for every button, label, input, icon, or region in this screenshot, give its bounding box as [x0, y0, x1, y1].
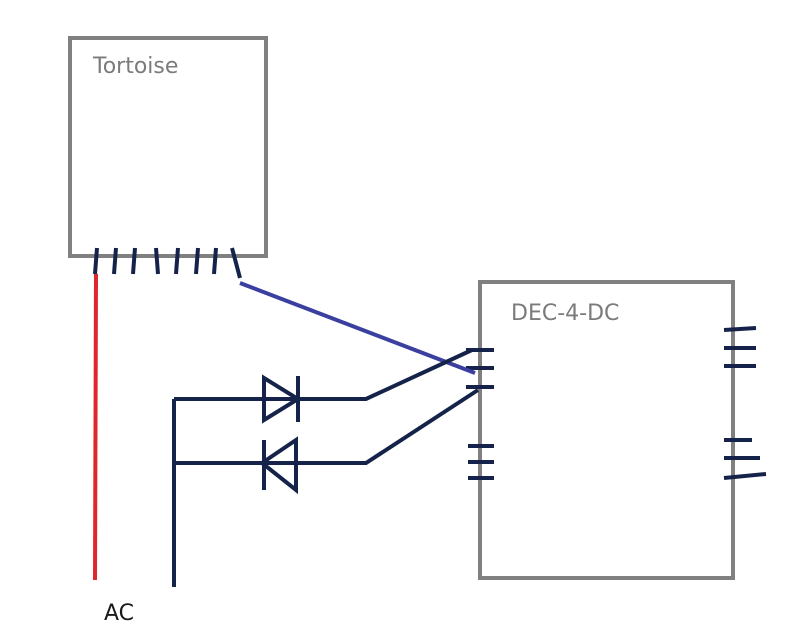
tortoise-box: Tortoise: [68, 36, 268, 258]
decoder-right-terminal-6: [723, 472, 767, 480]
decoder-label: DEC-4-DC: [511, 301, 619, 326]
upper-diode-wire: [174, 348, 473, 401]
upper-diode: [262, 374, 302, 424]
tortoise-box-outline: [68, 36, 268, 258]
tortoise-terminal-7: [212, 247, 218, 275]
tortoise-terminals: [93, 247, 242, 279]
tortoise-label: Tortoise: [92, 54, 178, 79]
lower-diode-wire: [174, 388, 480, 465]
decoder-box-outline: [478, 280, 735, 580]
upper-diode-triangle: [262, 374, 302, 424]
decoder-box: DEC-4-DC: [478, 280, 735, 580]
tortoise-terminal-4: [154, 247, 160, 275]
tortoise-terminal-8: [230, 247, 242, 279]
decoder-right-terminals: [723, 326, 767, 480]
lower-diode-triangle: [258, 436, 298, 495]
ac-label: AC: [104, 601, 134, 626]
tortoise-terminal-2: [112, 247, 118, 275]
tortoise-terminal-1: [93, 247, 99, 275]
tortoise-terminal-3: [131, 247, 137, 275]
red-ac-wire: [93, 273, 98, 581]
decoder-right-terminal-1: [723, 326, 757, 332]
tortoise-terminal-5: [174, 247, 180, 275]
tortoise-terminal-6: [194, 247, 200, 275]
lower-diode: [258, 436, 298, 495]
blue-wire: [239, 281, 476, 375]
